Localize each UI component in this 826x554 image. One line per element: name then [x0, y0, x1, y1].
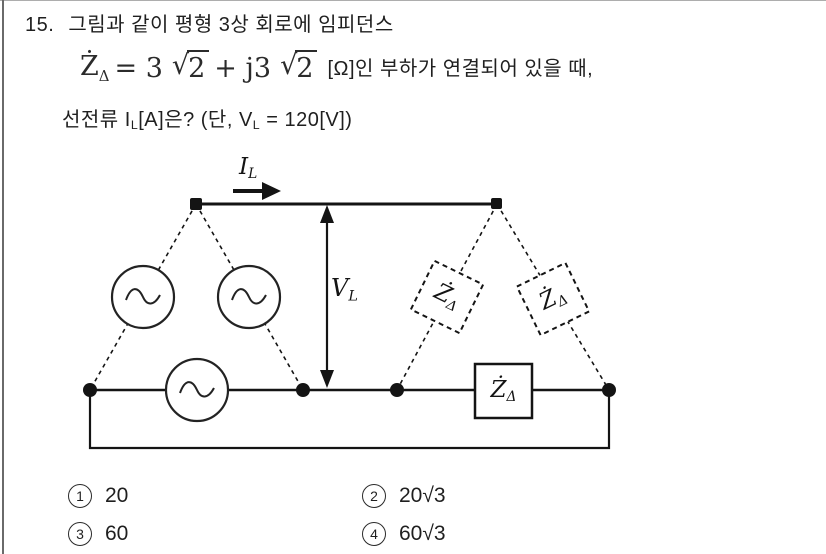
node-dot [390, 383, 404, 397]
question-line1: 15. 그림과 같이 평형 3상 회로에 임피던스 [25, 8, 394, 37]
answer-option-3: 3 60 [68, 522, 128, 546]
option-number-circle: 1 [68, 484, 92, 508]
return-conductor [88, 390, 611, 450]
node-dot [602, 383, 616, 397]
sine-wave-icon [231, 288, 267, 305]
line-voltage-arrow [320, 205, 334, 388]
option-value: 20 [105, 484, 129, 507]
option-value: 60√3 [399, 522, 446, 545]
impedance-formula: ŻΔ = 3 √2 + j3 √2 [Ω]인 부하가 연결되어 있을 때, [80, 50, 593, 84]
load-impedance-label: ŻΔ [490, 376, 517, 406]
node-dot [491, 198, 502, 209]
circuit-svg [83, 182, 616, 450]
formula-z-subscript: Δ [98, 67, 110, 86]
question-number: 15. [25, 14, 55, 36]
formula-tail-text: [Ω]인 부하가 연결되어 있을 때, [327, 58, 594, 80]
line-current-arrow [233, 182, 281, 200]
circuit-diagram: IL VL ŻΔ ŻΔ ŻΔ [0, 150, 826, 470]
sine-wave-icon [179, 381, 215, 398]
question-line3: 선전류 IL[A]은? (단, VL = 120[V]) [62, 109, 353, 133]
formula-sqrt-2: √2 [280, 50, 318, 84]
delta-load-box-bottom [473, 362, 534, 420]
formula-sqrt-1: √2 [172, 50, 210, 84]
option-number-circle: 3 [68, 522, 92, 546]
voltage-subscript: L [252, 118, 261, 133]
question-text: 그림과 같이 평형 3상 회로에 임피던스 [68, 14, 394, 36]
ac-source-icon [110, 264, 176, 330]
answer-option-1: 1 20 [68, 484, 128, 508]
line-voltage-label: VL [331, 274, 358, 305]
answer-option-2: 2 20√3 [362, 484, 446, 508]
option-value: 20√3 [399, 484, 446, 507]
node-dot [190, 198, 202, 210]
delta-load-box-right [515, 261, 591, 337]
formula-radicand-1: 2 [187, 50, 210, 84]
page-left-rule [2, 0, 4, 554]
delta-load-box-left [409, 259, 485, 335]
ac-source-icon [164, 357, 230, 423]
ac-source-icon [216, 264, 282, 330]
formula-plus-coeff: + j3 [214, 53, 272, 84]
answer-option-4: 4 60√3 [362, 522, 446, 546]
node-dot [83, 383, 97, 397]
formula-radicand-2: 2 [295, 50, 318, 84]
option-number-circle: 4 [362, 522, 386, 546]
current-subscript: L [130, 118, 139, 133]
line-current-label: IL [239, 154, 258, 183]
page-top-rule [0, 0, 826, 1]
formula-equals-coeff: = 3 [114, 53, 163, 84]
formula-z-symbol: ŻΔ [80, 51, 110, 86]
formula-math: ŻΔ = 3 √2 + j3 √2 [80, 50, 318, 86]
option-value: 60 [105, 522, 129, 545]
node-dot [296, 383, 310, 397]
sine-wave-icon [125, 288, 161, 305]
option-number-circle: 2 [362, 484, 386, 508]
